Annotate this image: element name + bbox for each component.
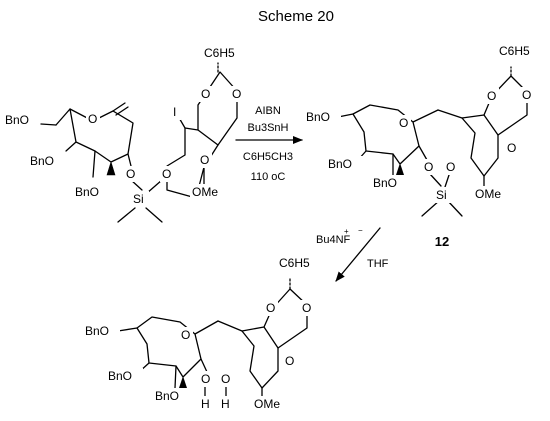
compound-12: BnO BnO BnO O O Si O O OMe O O C6H5 12	[305, 44, 534, 249]
bno-label: BnO	[306, 110, 330, 124]
oxygen-label: O	[232, 87, 241, 101]
scheme-title: Scheme 20	[258, 8, 334, 25]
starting-material: BnO BnO BnO O O Si O I O OMe O O C6H5	[4, 46, 244, 223]
ome-label: OMe	[192, 185, 218, 199]
oxygen-label: O	[487, 89, 496, 103]
reagent-bu3snh: Bu3SnH	[248, 122, 289, 134]
ring-oxygen-label: O	[399, 116, 408, 130]
hydroxyl-oxygen-label: O	[221, 372, 230, 386]
compound-number: 12	[435, 234, 449, 249]
silicon-label: Si	[436, 188, 447, 202]
silicon-label: Si	[133, 192, 144, 206]
ring-oxygen-label: O	[181, 328, 190, 342]
oxygen-label: O	[446, 160, 455, 174]
temperature-label: 110 oC	[251, 171, 286, 183]
bno-label: BnO	[30, 154, 54, 168]
bno-label: BnO	[155, 389, 179, 403]
phenyl-label: C6H5	[499, 44, 530, 58]
hydroxyl-hydrogen-label: H	[201, 397, 210, 411]
bno-label: BnO	[85, 324, 109, 338]
solvent-label: C6H5CH3	[243, 151, 293, 163]
ring-oxygen-label: O	[507, 141, 516, 155]
bno-label: BnO	[108, 369, 132, 383]
bottom-reaction: Bu4NF + − THF	[316, 226, 389, 282]
solvent-label: THF	[367, 258, 389, 270]
ome-label: OMe	[254, 397, 280, 411]
oxygen-label: O	[126, 167, 135, 181]
oxygen-label: O	[266, 301, 275, 315]
bno-label: BnO	[5, 113, 29, 127]
hydroxyl-oxygen-label: O	[201, 372, 210, 386]
ome-label: OMe	[475, 187, 501, 201]
hydroxyl-hydrogen-label: H	[221, 397, 230, 411]
reagent-tbaf: Bu4NF	[316, 234, 351, 246]
oxygen-label: O	[201, 87, 210, 101]
oxygen-label: O	[424, 160, 433, 174]
reagent-aibn: AIBN	[255, 105, 281, 117]
cation-charge: +	[344, 227, 349, 236]
oxygen-label: O	[162, 167, 171, 181]
phenyl-label: C6H5	[204, 46, 235, 60]
iodine-label: I	[173, 105, 176, 119]
anion-charge: −	[358, 226, 363, 235]
ring-oxygen-label: O	[88, 112, 97, 126]
phenyl-label: C6H5	[279, 256, 310, 270]
bno-label: BnO	[328, 157, 352, 171]
ring-oxygen-label: O	[200, 153, 209, 167]
reaction-arrow	[335, 227, 381, 282]
bno-label: BnO	[373, 176, 397, 190]
top-reaction: AIBN Bu3SnH C6H5CH3 110 oC	[235, 105, 303, 183]
bno-label: BnO	[75, 185, 99, 199]
oxygen-label: O	[522, 88, 531, 102]
ring-oxygen-label: O	[285, 354, 294, 368]
diol-product: BnO BnO BnO O O H O H O OMe O O C6H5	[84, 256, 314, 412]
oxygen-label: O	[302, 301, 311, 315]
